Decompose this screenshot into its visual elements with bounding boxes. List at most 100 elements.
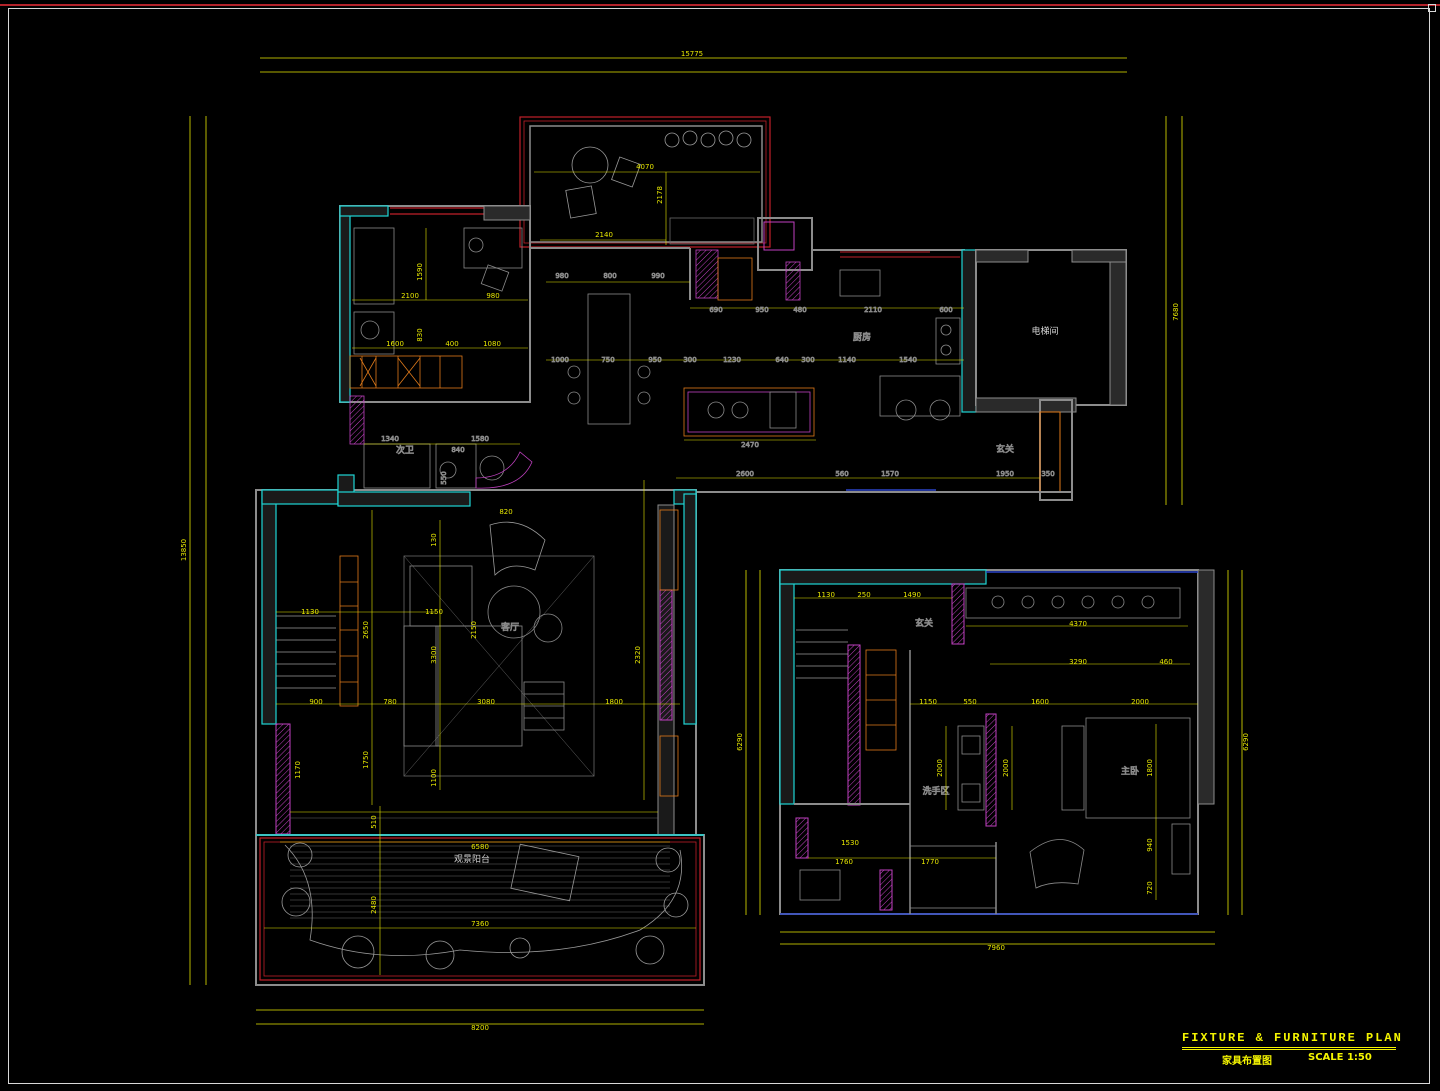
- dim-1170: 1170: [294, 761, 302, 779]
- dim-560: 560: [835, 470, 848, 478]
- dim-350: 350: [1041, 470, 1054, 478]
- dim-u-3290: 3290: [1069, 658, 1087, 666]
- dim-1230: 1230: [723, 356, 741, 364]
- right-total-dim: 7680: [1172, 303, 1180, 321]
- bottom-dimension-chain: 8200: [256, 1009, 704, 1032]
- dim-u-2000b: 2000: [936, 759, 944, 777]
- dim-400: 400: [445, 340, 458, 348]
- dim-1540: 1540: [899, 356, 917, 364]
- living-room: 客厅: [276, 509, 679, 819]
- dim-u-940: 940: [1146, 838, 1154, 851]
- dim-1340: 1340: [381, 435, 399, 443]
- dim-1100: 1100: [430, 769, 438, 787]
- dim-1000: 1000: [551, 356, 569, 364]
- top-total-dim: 15775: [681, 50, 703, 58]
- dim-950b: 950: [648, 356, 661, 364]
- dim-u-1800: 1800: [1146, 759, 1154, 777]
- dim-2110: 2110: [864, 306, 882, 314]
- kitchen-label: 厨房: [853, 331, 871, 343]
- dim-1590: 1590: [416, 263, 424, 281]
- dim-690: 690: [709, 306, 722, 314]
- living-dims: 1130 1150 900 780 3080 1800 130 3300 110…: [264, 480, 696, 975]
- dim-1600: 1600: [386, 340, 404, 348]
- dim-1080: 1080: [483, 340, 501, 348]
- elevator-room-label: 电梯间: [1031, 325, 1058, 337]
- bottom-total-dim: 8200: [471, 1024, 489, 1032]
- dim-u-2000: 2000: [1131, 698, 1149, 706]
- dim-u-1770: 1770: [921, 858, 939, 866]
- north-terrace-furniture: [565, 130, 755, 245]
- kitchen-dining: 厨房 玄关 980 800 990 690 950 480 2110 600 1…: [546, 249, 1055, 478]
- frame-corner-mark: [1428, 4, 1436, 12]
- drawing-subtitle: 家具布置图: [1222, 1056, 1272, 1067]
- dim-7360: 7360: [471, 920, 489, 928]
- drawing-scale: SCALE 1:50: [1308, 1052, 1372, 1063]
- dim-2600: 2600: [736, 470, 754, 478]
- dim-900: 900: [309, 698, 322, 706]
- dim-1150: 1150: [425, 608, 443, 616]
- dim-u-4370: 4370: [1069, 620, 1087, 628]
- dim-u-1600: 1600: [1031, 698, 1049, 706]
- dim-2100: 2100: [401, 292, 419, 300]
- dim-780: 780: [383, 698, 396, 706]
- upper-floor-bottom-dimension: 7960: [780, 931, 1215, 952]
- dim-2150: 2150: [470, 621, 478, 639]
- upper-floor-right-dimension: 6290: [1227, 570, 1250, 915]
- dim-640: 640: [775, 356, 788, 364]
- upper-entry-label: 玄关: [915, 617, 933, 629]
- dim-3080: 3080: [477, 698, 495, 706]
- washroom-label: 洗手区: [922, 785, 949, 797]
- dim-990: 990: [651, 272, 664, 280]
- dim-950: 950: [755, 306, 768, 314]
- title-block: FIXTURE & FURNITURE PLAN 家具布置图 SCALE 1:5…: [1182, 1031, 1402, 1071]
- dim-u-550: 550: [963, 698, 976, 706]
- balcony-planters: [281, 842, 689, 970]
- drawing-title: FIXTURE & FURNITURE PLAN: [1182, 1031, 1403, 1045]
- upper-bottom-total-dim: 7960: [987, 944, 1005, 952]
- dim-u-1150: 1150: [919, 698, 937, 706]
- dim-830: 830: [416, 328, 424, 341]
- living-room-label: 客厅: [501, 621, 519, 633]
- dim-800: 800: [603, 272, 616, 280]
- top-dimension-chain: 15775: [260, 50, 1127, 73]
- dim-550: 550: [440, 471, 448, 484]
- bedroom-furniture: [349, 227, 523, 389]
- dim-u-2000c: 2000: [1002, 759, 1010, 777]
- dim-820: 820: [499, 508, 512, 516]
- dim-1130: 1130: [301, 608, 319, 616]
- dim-300b: 300: [801, 356, 814, 364]
- dim-u-1760: 1760: [835, 858, 853, 866]
- lower-floor-walls: 电梯间 观景阳台: [255, 116, 1127, 986]
- dim-840: 840: [451, 446, 464, 454]
- balcony-deck-slats: [290, 845, 670, 919]
- dim-2650: 2650: [362, 621, 370, 639]
- sheet-frame: [8, 8, 1430, 1084]
- dim-u-1530: 1530: [841, 839, 859, 847]
- guest-bath-label: 次卫: [396, 444, 414, 456]
- dim-130: 130: [430, 533, 438, 546]
- guest-bath: 次卫 1340 1580 840 550: [349, 395, 533, 489]
- dim-600: 600: [939, 306, 952, 314]
- dim-2480: 2480: [370, 896, 378, 914]
- dim-750: 750: [601, 356, 614, 364]
- upper-right-total-dim: 6290: [1242, 733, 1250, 751]
- dim-2178: 2178: [656, 186, 664, 204]
- dim-u-460: 460: [1159, 658, 1172, 666]
- dim-6580: 6580: [471, 843, 489, 851]
- bedroom-dims: 2100 980 1600 400 1080 1590 830: [352, 228, 528, 349]
- title-underline-2: [1182, 1049, 1396, 1050]
- dim-2470: 2470: [741, 441, 759, 449]
- dim-4070: 4070: [636, 163, 654, 171]
- dim-2320: 2320: [634, 646, 642, 664]
- right-dimension-chain: 7680: [1165, 116, 1183, 505]
- left-total-dim: 13850: [180, 539, 188, 561]
- dim-u-250: 250: [857, 591, 870, 599]
- dim-u-1130: 1130: [817, 591, 835, 599]
- dim-1140: 1140: [838, 356, 856, 364]
- upper-left-total-dim: 6290: [736, 733, 744, 751]
- upper-floor-furniture: 主卧 玄关 洗手区: [796, 587, 1191, 909]
- dim-2140: 2140: [595, 231, 613, 239]
- dim-u-720: 720: [1146, 881, 1154, 894]
- dim-1750: 1750: [362, 751, 370, 769]
